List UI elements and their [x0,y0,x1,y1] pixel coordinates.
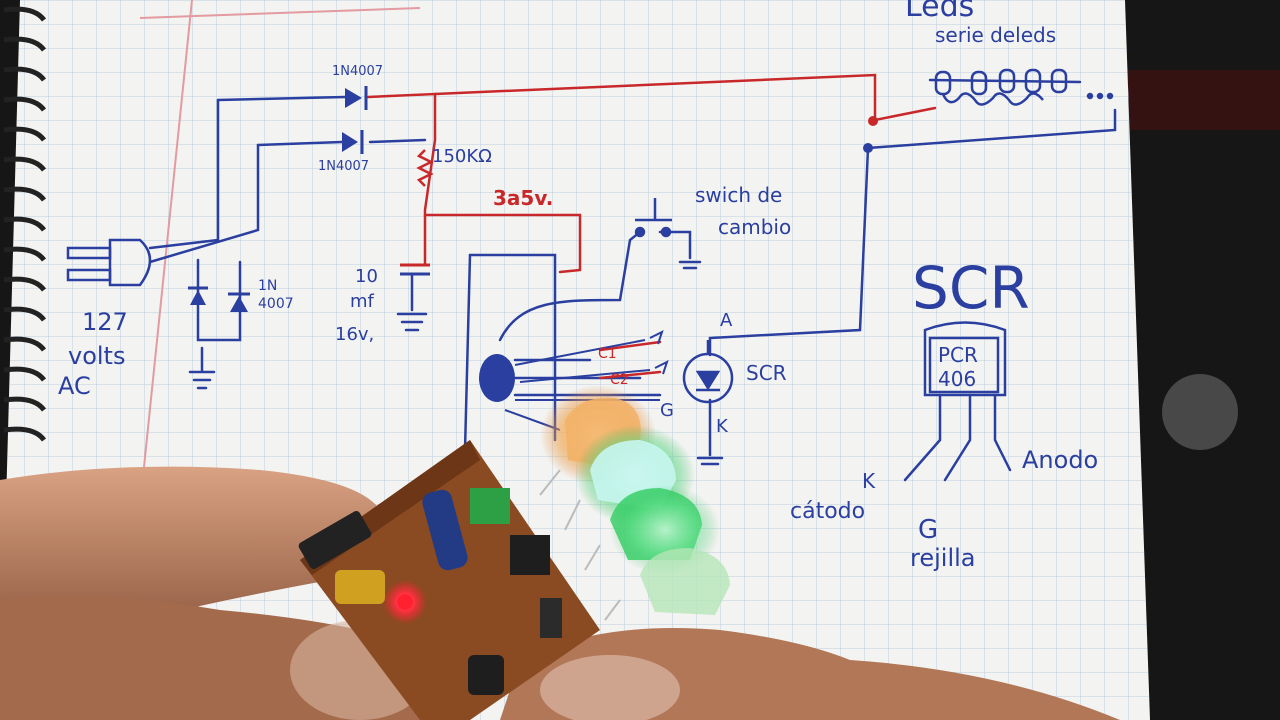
label-pin-k: K [862,469,876,493]
diode-symbol-top [345,86,368,110]
scr-package-drawing [923,321,1007,397]
label-serie-deleds: serie deleds [935,23,1056,47]
label-diode-top: 1N4007 [332,64,383,79]
label-cap-line1: 10 [355,266,378,287]
scr-symbol [682,340,734,404]
green-component [470,488,510,524]
label-c1: C1 [598,346,617,362]
pcb-board [298,440,600,720]
background-blur-spot [1162,374,1238,450]
bridge-diodes [188,286,250,312]
label-diode-mid: 1N4007 [318,159,369,174]
label-gate-g: G [660,400,674,421]
label-pin-anodo: Anodo [1022,446,1098,474]
label-cap-line2: mf [350,291,375,312]
capacitor-symbol [400,263,430,276]
led-series-sketch [934,68,1114,106]
label-pin-catodo: cátodo [790,499,865,524]
label-voltage: 3a5v. [493,186,553,210]
label-chip-line2: 406 [938,367,976,391]
spiral-binding [3,6,47,442]
label-cap-line3: 16v, [335,324,374,345]
label-bridge-line2: 4007 [258,296,294,312]
capacitor-component [422,489,468,571]
led-negative-node [863,143,873,153]
ac-plug [66,238,152,287]
led-positive-node [868,116,878,126]
label-pin-g: G [918,515,938,545]
diode-symbol-mid [342,130,364,154]
label-switch-line1: swich de [695,183,782,207]
label-ac-line2: volts [68,342,125,370]
glowing-leds [539,385,730,621]
hand [0,466,1120,720]
label-leds: Leds [905,0,974,24]
scr-component [510,535,550,575]
resistor-symbol [416,149,434,187]
yellow-capacitor [335,570,385,604]
label-ac-line1: 127 [82,308,128,336]
label-scr-small: SCR [746,361,787,385]
red-wiring [366,73,937,380]
label-c2: C2 [610,372,629,388]
rotary-selector-symbol [479,330,669,431]
label-chip-line1: PCR [938,343,978,367]
background-red-light [1120,70,1280,130]
label-resistor: 150KΩ [432,146,492,167]
label-pin-rejilla: rejilla [910,544,975,572]
label-switch-line2: cambio [718,215,791,239]
led-pale-green [640,548,730,615]
label-scr-big: SCR [912,254,1030,322]
handwritten-labels: Leds serie deleds 1N4007 1N4007 150KΩ 3a… [58,0,1098,572]
switch-symbol [634,198,672,238]
label-bridge-line1: 1N [258,278,277,294]
label-anode-a: A [720,310,733,331]
label-ac-line3: AC [58,372,91,400]
label-cathode-k: K [716,416,729,437]
